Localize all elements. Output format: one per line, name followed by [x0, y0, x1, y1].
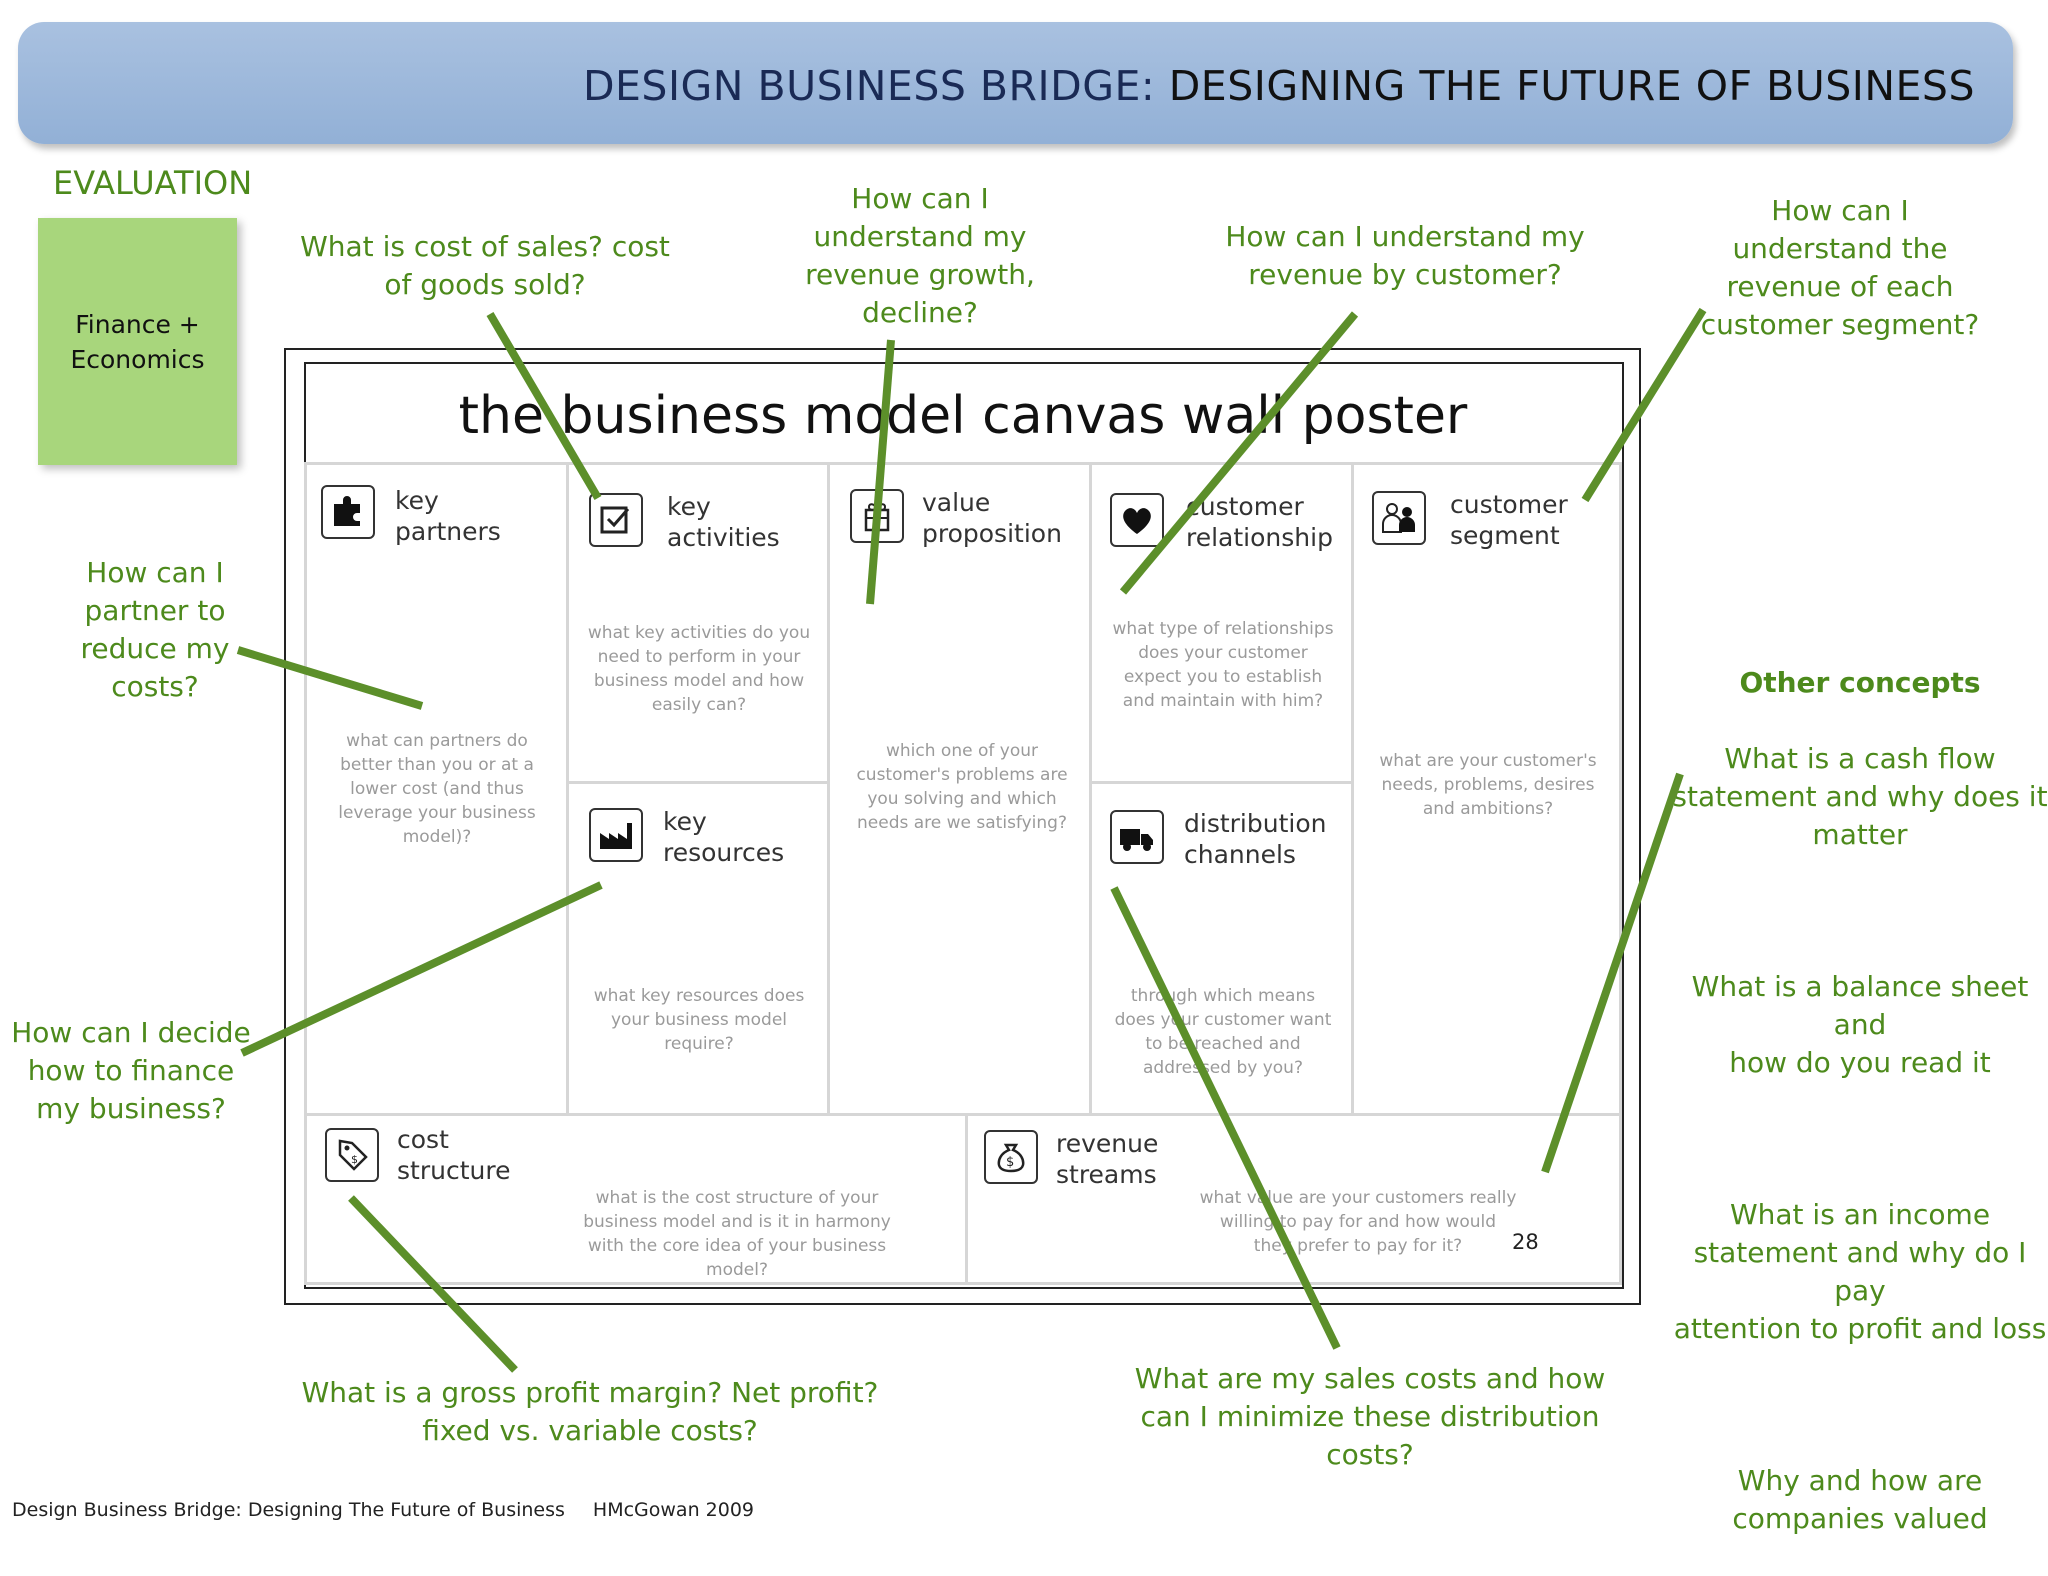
other-concepts-heading: Other concepts — [1739, 666, 1981, 699]
question-profit-margin: What is a gross profit margin? Net profi… — [301, 1376, 879, 1447]
people-icon — [1372, 491, 1426, 545]
connector-partner-costs — [236, 646, 424, 710]
connector-revenue-by-segment — [1581, 307, 1707, 503]
question-finance-business: How can I decide how to finance my busin… — [11, 1016, 251, 1125]
connector-finance-business — [240, 881, 603, 1057]
question-revenue-by-segment: How can I understand the revenue of each… — [1700, 194, 1980, 341]
header-banner: DESIGN BUSINESS BRIDGE: DESIGNING THE FU… — [18, 22, 2013, 144]
title-part-dark: DESIGNING THE FUTURE OF BUSINESS — [1168, 62, 1975, 110]
question-cost-of-sales: What is cost of sales? cost of goods sol… — [300, 230, 670, 301]
connector-profit-margin — [348, 1195, 518, 1373]
footer-author: HMcGowan 2009 — [592, 1499, 755, 1521]
page-title: DESIGN BUSINESS BRIDGE: DESIGNING THE FU… — [583, 62, 1975, 110]
connector-cost-of-sales — [486, 311, 602, 501]
other-concept-item: What is a balance sheet and how do you r… — [1691, 970, 2029, 1079]
puzzle-icon — [321, 485, 375, 539]
connector-other-concepts — [1541, 772, 1684, 1174]
cell-distribution-channels: distribution channels through which mean… — [1089, 781, 1354, 1116]
cell-question: which one of your customer's problems ar… — [856, 741, 1068, 833]
truck-icon — [1110, 810, 1164, 864]
footer: Design Business Bridge: Designing The Fu… — [12, 1499, 754, 1521]
poster-title: the business model canvas wall poster — [458, 386, 1468, 446]
cell-title: distribution channels — [1184, 809, 1327, 869]
footer-text: Design Business Bridge: Designing The Fu… — [12, 1499, 565, 1521]
poster-outer-frame — [284, 348, 1641, 1305]
cell-title: customer relationship — [1186, 492, 1333, 552]
other-concepts: Other concepts What is a cash flow state… — [1670, 626, 2048, 1576]
question-partner-costs: How can I partner to reduce my costs? — [80, 556, 230, 703]
cell-customer-segment: customer segment what are your customer'… — [1351, 462, 1622, 1116]
cell-key-resources: key resources what key resources does yo… — [566, 781, 830, 1116]
cell-question: what key activities do you need to perfo… — [587, 623, 811, 715]
checkbox-icon — [589, 493, 643, 547]
cell-title: cost structure — [397, 1125, 511, 1185]
cell-customer-relationship: customer relationship what type of relat… — [1089, 462, 1354, 784]
evaluation-label: EVALUATION — [53, 164, 253, 202]
question-revenue-growth: How can I understand my revenue growth, … — [805, 182, 1035, 329]
cell-question: what can partners do better than you or … — [338, 731, 536, 847]
connector-lines — [236, 307, 1707, 1373]
cell-question: what are your customer's needs, problems… — [1379, 751, 1597, 819]
cell-title: key activities — [667, 492, 780, 552]
cell-cost-structure: $ cost structure what is the cost struct… — [304, 1113, 968, 1285]
title-part-blue: DESIGN BUSINESS BRIDGE: — [582, 62, 1156, 110]
question-sales-costs: What are my sales costs and how can I mi… — [1134, 1362, 1606, 1471]
finance-economics-label: Finance + Economics — [70, 309, 205, 374]
cell-title: key partners — [395, 486, 501, 546]
poster-page-number: 28 — [1512, 1230, 1539, 1254]
cell-title: revenue streams — [1056, 1129, 1159, 1189]
svg-text:$: $ — [351, 1153, 358, 1166]
connector-sales-costs — [1110, 886, 1341, 1350]
heart-icon — [1110, 493, 1164, 547]
cell-question: what type of relationships does your cus… — [1112, 619, 1334, 711]
cell-title: key resources — [663, 807, 785, 867]
cell-key-activities: key activities what key activities do yo… — [566, 462, 830, 784]
cell-question: through which means does your customer w… — [1114, 986, 1332, 1078]
question-revenue-by-customer: How can I understand my revenue by custo… — [1225, 220, 1585, 291]
money-bag-icon: $ — [984, 1130, 1038, 1184]
other-concept-item: What is a cash flow statement and why do… — [1672, 742, 2048, 851]
price-tag-icon: $ — [325, 1128, 379, 1182]
other-concept-item: What is an income statement and why do I… — [1673, 1198, 2047, 1345]
finance-economics-box: Finance + Economics — [38, 218, 237, 465]
connector-revenue-growth — [866, 339, 895, 605]
cell-question: what key resources does your business mo… — [593, 986, 805, 1054]
svg-text:$: $ — [1006, 1155, 1014, 1170]
other-concept-item: Why and how are companies valued — [1732, 1464, 1988, 1535]
cell-title: customer segment — [1450, 490, 1568, 550]
cell-question: what is the cost structure of your busin… — [583, 1188, 891, 1280]
cell-title: value proposition — [922, 488, 1062, 548]
factory-icon — [589, 808, 643, 862]
connector-revenue-by-customer — [1119, 311, 1359, 595]
